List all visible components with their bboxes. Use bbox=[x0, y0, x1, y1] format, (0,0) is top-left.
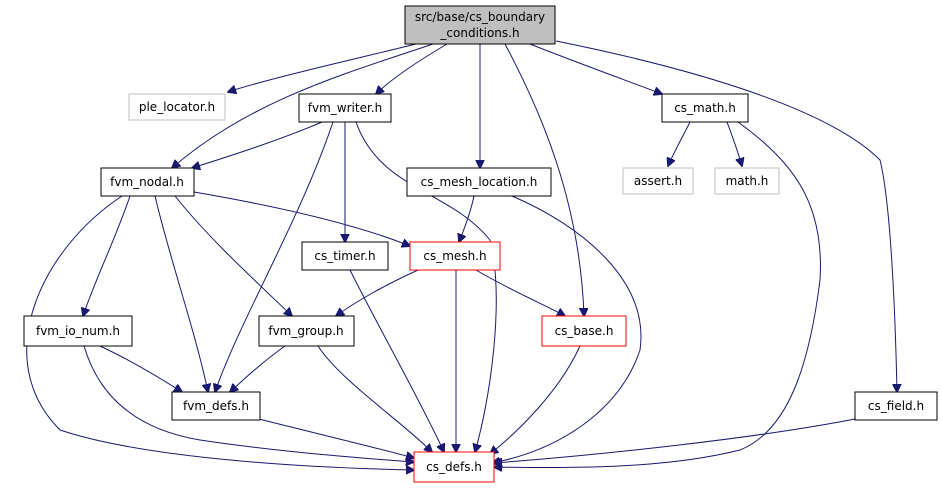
node-cs_math[interactable]: cs_math.h bbox=[661, 93, 749, 123]
node-label-cs_defs: cs_defs.h bbox=[426, 460, 482, 474]
edge-cs_mesh_location-to-cs_defs bbox=[492, 195, 642, 463]
edge-cs_timer-to-cs_defs bbox=[349, 269, 444, 452]
node-label-fvm_defs: fvm_defs.h bbox=[183, 399, 249, 413]
node-cs_defs[interactable]: cs_defs.h bbox=[413, 451, 495, 483]
node-label-cs_timer: cs_timer.h bbox=[314, 249, 375, 263]
edge-root-to-fvm_writer bbox=[376, 43, 448, 94]
edge-cs_mesh_location-to-cs_mesh bbox=[459, 195, 475, 242]
edge-cs_math-to-assert bbox=[668, 121, 691, 166]
node-fvm_group[interactable]: fvm_group.h bbox=[258, 315, 355, 347]
node-cs_timer[interactable]: cs_timer.h bbox=[301, 241, 389, 271]
edge-root-to-ple_locator bbox=[228, 41, 425, 92]
node-label-fvm_nodal: fvm_nodal.h bbox=[110, 175, 184, 189]
edge-fvm_io_num-to-cs_defs bbox=[83, 345, 414, 462]
node-label-fvm_writer: fvm_writer.h bbox=[308, 101, 382, 115]
edge-fvm_group-to-fvm_defs bbox=[230, 345, 286, 392]
node-label-cs_mesh_location: cs_mesh_location.h bbox=[421, 175, 538, 189]
edge-fvm_nodal-to-cs_defs bbox=[26, 195, 414, 470]
node-fvm_defs[interactable]: fvm_defs.h bbox=[171, 391, 261, 421]
edge-root-to-cs_math bbox=[529, 43, 662, 94]
node-label-math: math.h bbox=[726, 174, 769, 188]
node-root[interactable]: src/base/cs_boundary _conditions.h bbox=[404, 5, 556, 45]
node-label-assert: assert.h bbox=[634, 174, 682, 188]
edge-layer bbox=[26, 40, 897, 470]
node-math[interactable]: math.h bbox=[714, 167, 780, 195]
node-assert[interactable]: assert.h bbox=[622, 167, 694, 195]
edge-root-to-cs_field bbox=[555, 40, 897, 392]
edge-fvm_nodal-to-fvm_defs bbox=[154, 195, 208, 392]
edge-fvm_io_num-to-fvm_defs bbox=[99, 345, 182, 392]
edge-fvm_writer-to-fvm_nodal bbox=[192, 121, 323, 168]
node-label-cs_base: cs_base.h bbox=[555, 324, 614, 338]
node-layer: src/base/cs_boundary _conditions.h ple_l… bbox=[23, 5, 938, 483]
edge-cs_math-to-cs_defs bbox=[494, 121, 821, 468]
node-cs_field[interactable]: cs_field.h bbox=[854, 391, 938, 421]
node-label-cs_field: cs_field.h bbox=[868, 399, 924, 413]
edge-cs_math-to-math bbox=[726, 121, 742, 166]
edge-fvm_nodal-to-fvm_group bbox=[174, 195, 292, 316]
node-label-root-line1: src/base/cs_boundary bbox=[415, 10, 545, 24]
node-label-root-line2: _conditions.h bbox=[439, 26, 519, 40]
node-fvm_writer[interactable]: fvm_writer.h bbox=[298, 93, 392, 123]
node-ple_locator[interactable]: ple_locator.h bbox=[128, 93, 226, 121]
edge-root-to-fvm_nodal bbox=[172, 43, 434, 168]
edge-cs_field-to-cs_defs bbox=[494, 417, 861, 463]
node-label-fvm_io_num: fvm_io_num.h bbox=[36, 324, 120, 338]
edge-fvm_defs-to-cs_defs bbox=[254, 417, 414, 458]
node-label-cs_mesh: cs_mesh.h bbox=[423, 249, 486, 263]
node-cs_base[interactable]: cs_base.h bbox=[541, 315, 627, 347]
edge-root-to-cs_base bbox=[504, 43, 584, 316]
node-label-ple_locator: ple_locator.h bbox=[139, 100, 215, 114]
node-fvm_nodal[interactable]: fvm_nodal.h bbox=[100, 167, 195, 197]
node-cs_mesh[interactable]: cs_mesh.h bbox=[409, 241, 501, 271]
node-cs_mesh_location[interactable]: cs_mesh_location.h bbox=[406, 167, 552, 197]
edge-fvm_writer-to-fvm_defs bbox=[215, 121, 334, 392]
node-label-fvm_group: fvm_group.h bbox=[268, 324, 343, 338]
edge-fvm_writer-to-cs_defs bbox=[355, 121, 497, 452]
node-fvm_io_num[interactable]: fvm_io_num.h bbox=[23, 315, 133, 347]
node-label-cs_math: cs_math.h bbox=[674, 101, 736, 115]
edge-cs_base-to-cs_defs bbox=[490, 345, 581, 454]
edge-cs_mesh-to-fvm_group bbox=[336, 269, 419, 316]
edge-cs_mesh-to-cs_base bbox=[475, 269, 565, 316]
edge-fvm_nodal-to-cs_mesh bbox=[193, 191, 410, 246]
edge-fvm_group-to-cs_defs bbox=[317, 345, 432, 452]
edge-fvm_nodal-to-fvm_io_num bbox=[83, 195, 131, 316]
